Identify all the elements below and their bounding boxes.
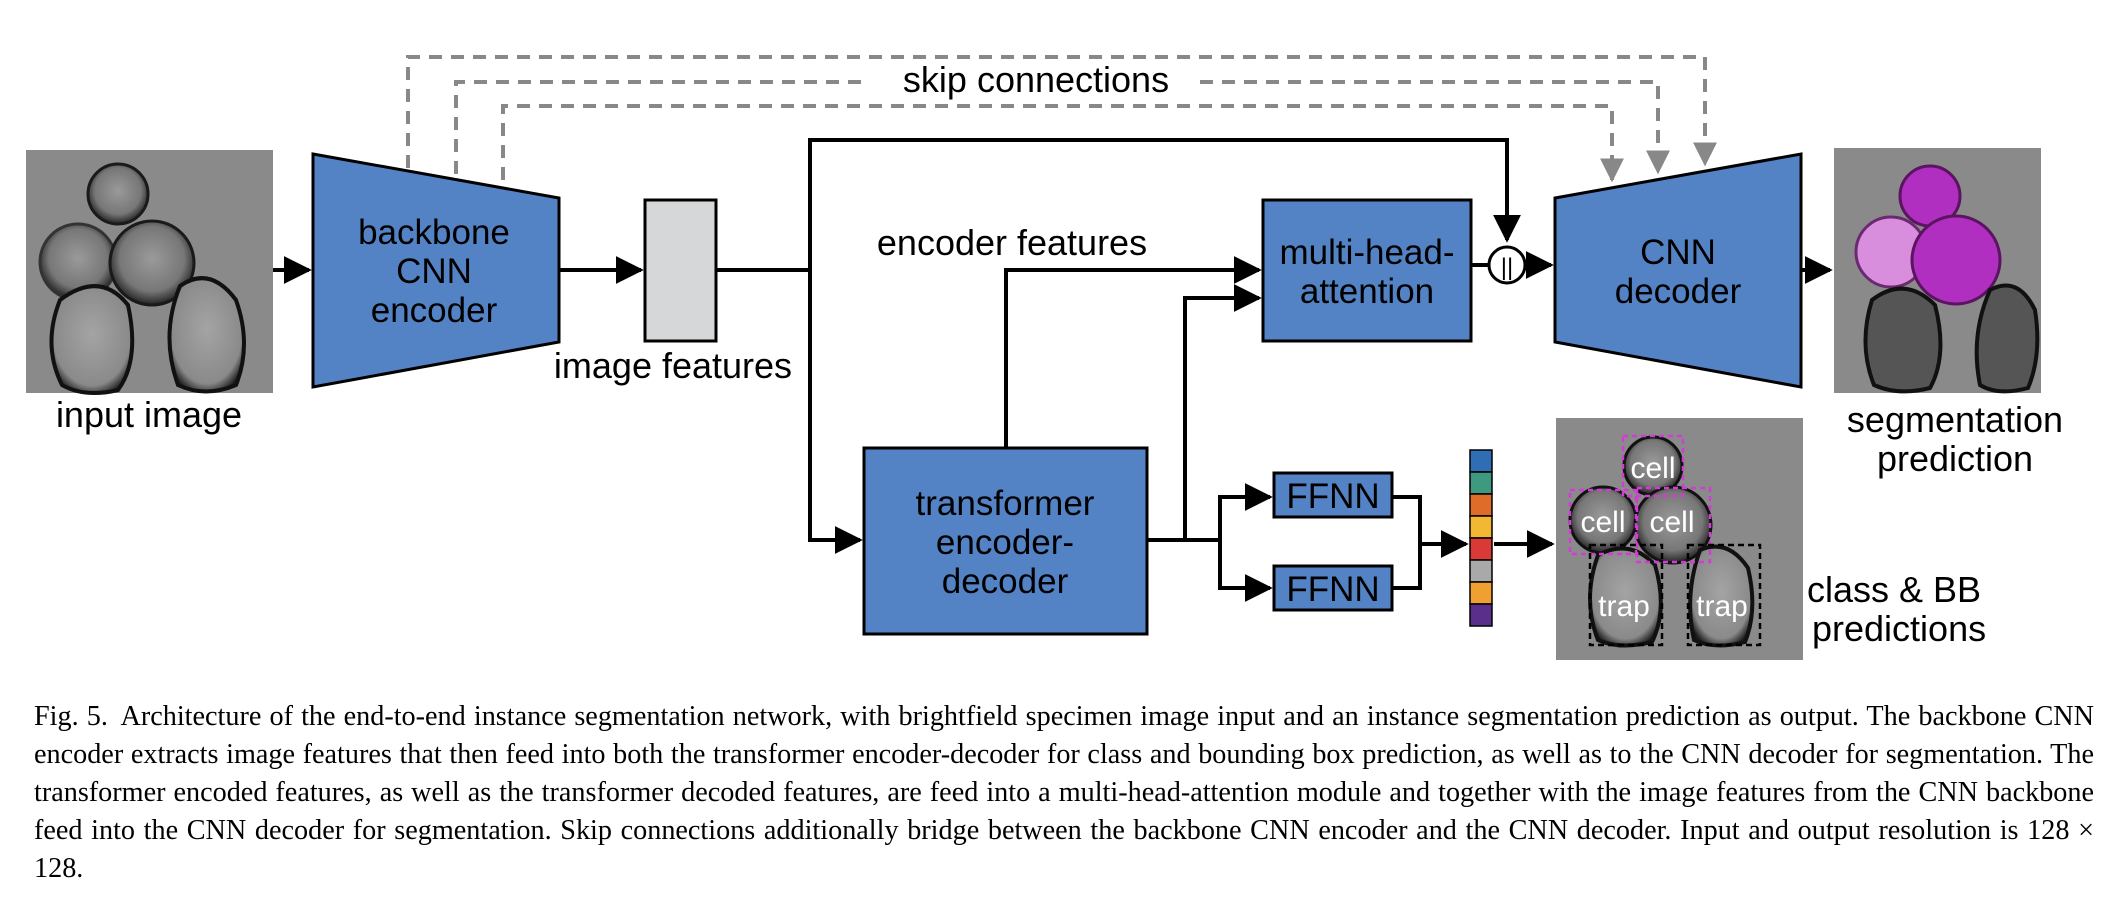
backbone-cnn-encoder-block [311,152,561,389]
output-vector-cell [1469,515,1493,539]
skip-connections-label: skip connections [903,59,1169,100]
feature-routing-lines [716,138,1521,554]
ffnn-bottom-label: FFNN [1286,570,1379,609]
figure-number: Fig. 5. [34,701,108,732]
architecture-diagram: skip connections input image backbone CN… [26,55,2063,660]
output-vector-cell [1469,603,1493,627]
output-vector-cell [1469,537,1493,561]
image-features-label: image features [554,345,792,386]
segmentation-image [1834,148,2041,394]
class-bb-label-line1: class & BB [1807,569,1981,610]
cnn-decoder-block [1553,152,1803,389]
bbox-label-cell-right: cell [1649,506,1694,539]
segmentation-label-line1: segmentation [1847,399,2063,440]
output-vector-cell [1469,471,1493,495]
input-image [26,150,273,396]
bbox-label-cell-top: cell [1630,452,1675,485]
ffnn-output-lines [1392,495,1555,590]
transformer-label-line1: transformer [916,484,1095,523]
backbone-label-line3: encoder [371,291,498,330]
multi-head-attention-block [1261,198,1473,343]
transformer-label-line2: encoder- [936,523,1074,562]
bbox-label-cell-left: cell [1580,506,1625,539]
output-vector-cell [1469,449,1493,473]
bbox-label-trap-right: trap [1696,590,1748,623]
caption-text: Architecture of the end-to-end instance … [34,701,2094,884]
bbox-label-trap-left: trap [1598,590,1650,623]
class-bb-image [1556,418,1803,660]
image-features-block [643,198,718,343]
segmentation-label-line2: prediction [1877,438,2033,479]
ffnn-top-block [1272,471,1394,519]
mha-label-line1: multi-head- [1279,233,1454,272]
cnn-decoder-label-line2: decoder [1615,272,1742,311]
backbone-label-line1: backbone [358,213,510,252]
encoder-feature-lines [1004,256,1273,602]
input-image-label: input image [56,394,242,435]
concat-symbol: || [1501,254,1513,281]
class-bb-label-line2: predictions [1812,608,1986,649]
transformer-label-line3: decoder [942,562,1069,601]
output-vector-cell [1469,581,1493,605]
output-vector [1469,449,1493,627]
ffnn-top-label: FFNN [1286,477,1379,516]
cnn-decoder-label-line1: CNN [1640,233,1716,272]
mha-label-line2: attention [1300,272,1434,311]
output-vector-cell [1469,493,1493,517]
skip-connections [406,55,1717,180]
output-vector-cell [1469,559,1493,583]
encoder-features-label: encoder features [877,222,1147,263]
figure-caption: Fig. 5. Architecture of the end-to-end i… [34,698,2094,888]
backbone-label-line2: CNN [396,252,472,291]
